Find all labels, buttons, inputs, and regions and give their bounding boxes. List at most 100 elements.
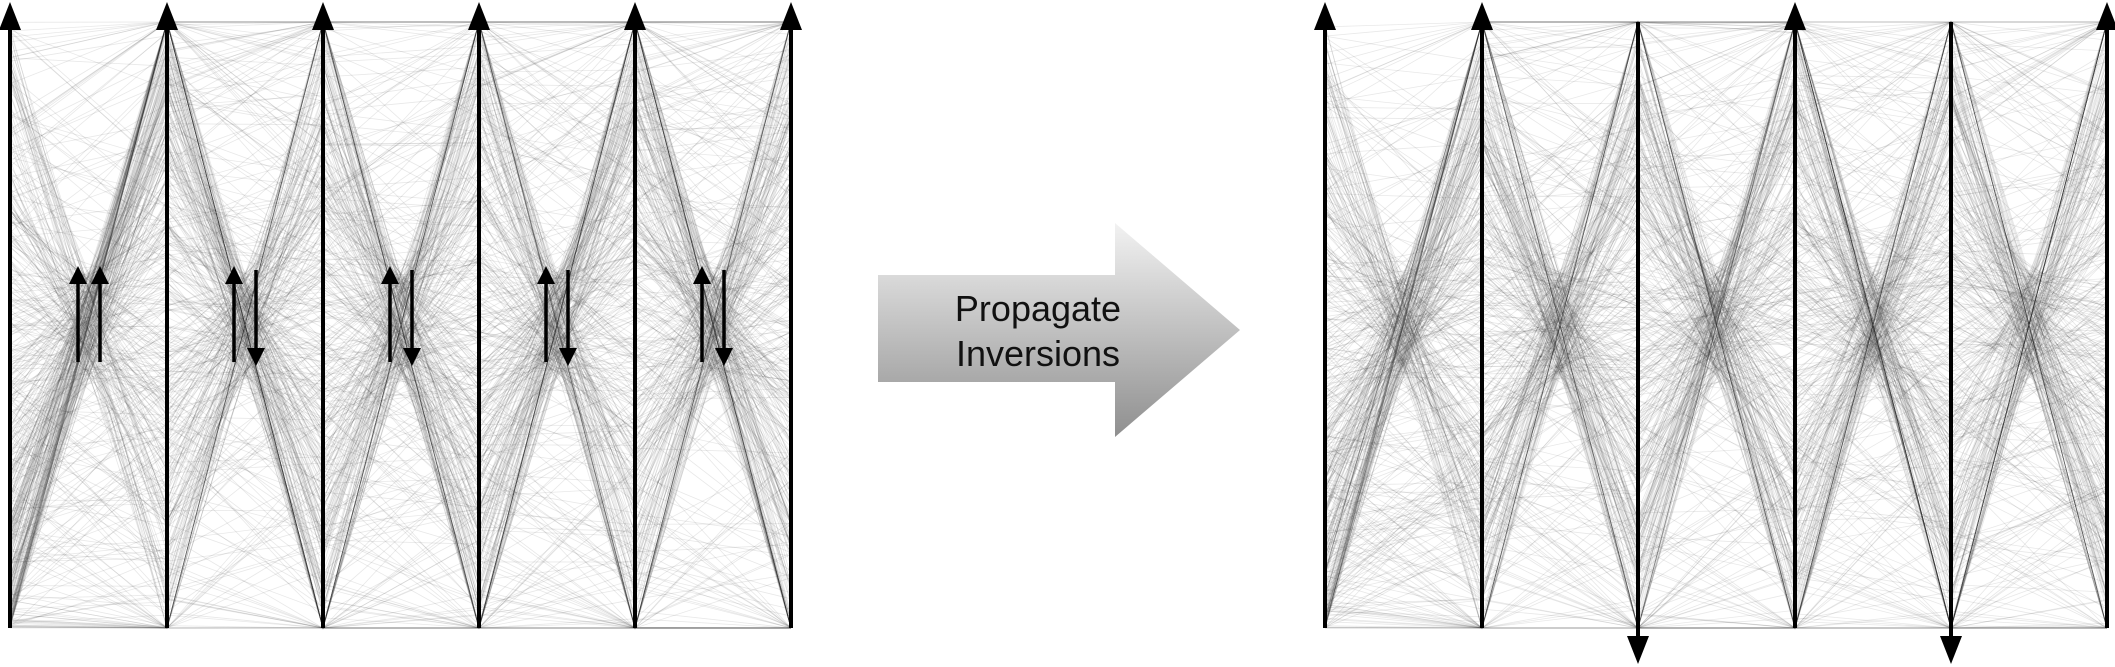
data-polyline — [1324, 281, 2108, 525]
data-polyline — [9, 24, 792, 630]
data-polyline — [9, 436, 791, 629]
data-polyline — [9, 192, 792, 387]
data-polyline — [9, 138, 792, 390]
data-polyline — [1324, 152, 2108, 584]
data-polyline — [9, 20, 792, 561]
data-polyline — [9, 21, 792, 630]
data-polyline — [9, 200, 792, 532]
data-polyline — [9, 20, 792, 629]
data-polyline — [1324, 21, 2108, 566]
data-polyline — [1324, 183, 2108, 436]
data-polyline — [1324, 265, 2108, 455]
data-polyline — [1324, 232, 2108, 421]
data-polyline — [1324, 266, 2108, 453]
data-polyline — [9, 43, 792, 629]
data-polyline — [1324, 130, 2108, 531]
data-polyline — [1324, 21, 2108, 523]
data-polyline — [1324, 21, 2108, 629]
data-polyline — [9, 163, 792, 629]
data-polyline — [1324, 20, 2108, 630]
data-polyline — [9, 21, 792, 621]
data-polyline — [9, 144, 792, 416]
data-polyline — [1324, 154, 2108, 394]
data-polyline — [1324, 171, 2108, 442]
data-polyline — [9, 123, 792, 629]
data-polyline — [9, 21, 791, 630]
data-polyline — [9, 21, 792, 533]
data-polyline — [9, 83, 792, 547]
data-polyline — [9, 211, 792, 441]
data-polyline — [1324, 107, 2108, 556]
data-polyline — [9, 53, 792, 570]
data-polyline — [9, 209, 792, 464]
data-polyline — [9, 20, 792, 615]
data-polyline — [1324, 153, 2108, 610]
data-polyline — [1324, 137, 2108, 576]
data-polyline — [1324, 21, 2108, 630]
data-polyline — [1324, 145, 2108, 574]
data-polyline — [9, 93, 792, 547]
data-polyline — [1324, 314, 2108, 472]
data-polyline — [9, 214, 792, 447]
data-polyline — [9, 199, 792, 538]
data-polyline — [1324, 146, 2108, 522]
data-polyline — [9, 38, 792, 629]
axis-2 — [156, 2, 178, 628]
data-polyline — [1324, 20, 2108, 629]
data-polyline — [1324, 57, 2108, 591]
data-polyline — [1324, 179, 2108, 574]
data-polyline — [1324, 181, 2108, 492]
data-polyline — [1324, 21, 2108, 629]
data-polyline — [1324, 142, 2108, 422]
data-polyline — [9, 66, 792, 629]
data-polyline — [1324, 115, 2108, 520]
data-polyline — [9, 142, 792, 629]
data-polyline — [9, 21, 792, 523]
data-polyline — [9, 45, 792, 539]
small-arrow-head — [403, 348, 421, 366]
data-polyline — [9, 56, 792, 624]
data-polyline — [9, 123, 792, 546]
data-polyline — [9, 211, 792, 462]
data-polyline — [9, 20, 792, 629]
data-polyline — [1324, 243, 2108, 400]
data-polyline — [9, 100, 792, 427]
data-polyline — [1324, 169, 2108, 444]
data-polyline — [1324, 187, 2108, 407]
data-polyline — [9, 64, 792, 617]
data-polyline — [9, 229, 792, 522]
data-polyline — [1324, 237, 2108, 621]
data-polyline — [9, 74, 792, 627]
data-polyline — [9, 21, 792, 630]
data-polyline — [1324, 161, 2108, 400]
data-polyline — [9, 21, 792, 444]
data-polyline — [1324, 96, 2108, 532]
data-polyline — [9, 20, 792, 629]
data-polyline — [9, 148, 792, 559]
data-polyline — [1324, 150, 2108, 426]
data-polyline — [9, 112, 792, 436]
data-polyline — [1324, 21, 2108, 600]
data-polyline — [1324, 21, 2107, 544]
data-polyline — [1324, 21, 2108, 630]
data-polyline — [1324, 148, 2108, 578]
data-polyline — [1324, 208, 2108, 528]
data-polyline — [1324, 85, 2108, 622]
data-polyline — [1324, 98, 2108, 531]
data-polyline — [1324, 27, 2108, 598]
data-polyline — [1324, 21, 2108, 620]
data-polyline — [9, 49, 792, 601]
data-polyline — [1324, 21, 2108, 629]
axis-5 — [1940, 22, 1962, 664]
data-polyline — [9, 273, 792, 629]
data-polyline — [1324, 137, 2108, 622]
data-polyline — [1324, 96, 2108, 536]
data-polyline — [9, 125, 792, 511]
data-polyline — [1324, 185, 2108, 527]
data-polyline — [1324, 127, 2108, 510]
data-polyline — [9, 268, 792, 519]
small-arrow-head — [715, 348, 733, 366]
data-polyline — [1324, 109, 2108, 531]
data-polyline — [1324, 20, 2108, 625]
data-polyline — [9, 20, 791, 629]
